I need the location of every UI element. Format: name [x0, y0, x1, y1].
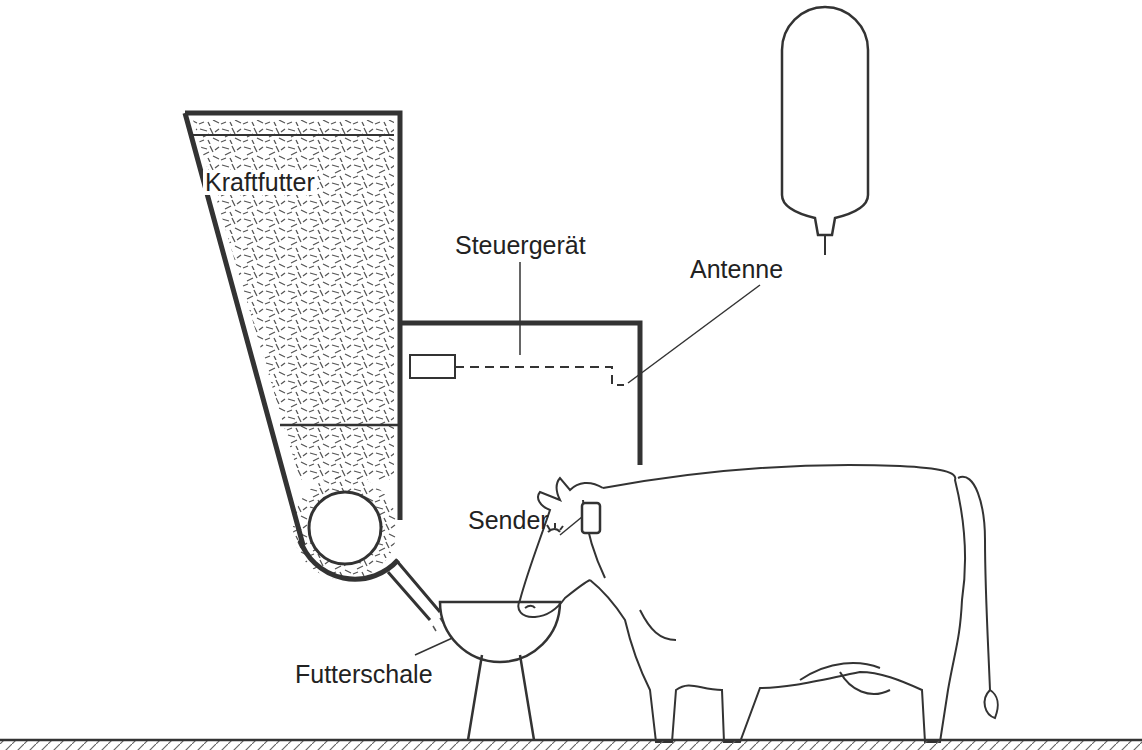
part-label: Steuergerät	[455, 233, 586, 258]
leader-line	[519, 262, 521, 355]
part-label: Antenne	[690, 257, 783, 282]
antenna-stem	[824, 235, 826, 255]
control-unit	[410, 355, 455, 378]
antenna-symbol	[782, 7, 868, 235]
feed-fill	[293, 476, 397, 580]
chute	[388, 560, 440, 620]
bowl-stand	[468, 655, 534, 740]
hopper-wall	[185, 113, 400, 545]
ground-line	[0, 739, 1142, 742]
cow	[518, 465, 997, 742]
part-label: Sender	[468, 508, 549, 533]
transmitter	[582, 503, 600, 533]
leader-line	[628, 285, 760, 383]
hopper-divider	[280, 424, 400, 427]
feed-label: Kraftfutter	[203, 170, 317, 195]
feed-bowl	[440, 602, 560, 662]
part-label: Futterschale	[295, 662, 433, 687]
ground-hatch	[0, 740, 1142, 750]
dosing-roller	[309, 492, 381, 564]
signal-cable	[455, 367, 624, 385]
hopper-rim	[193, 134, 394, 136]
